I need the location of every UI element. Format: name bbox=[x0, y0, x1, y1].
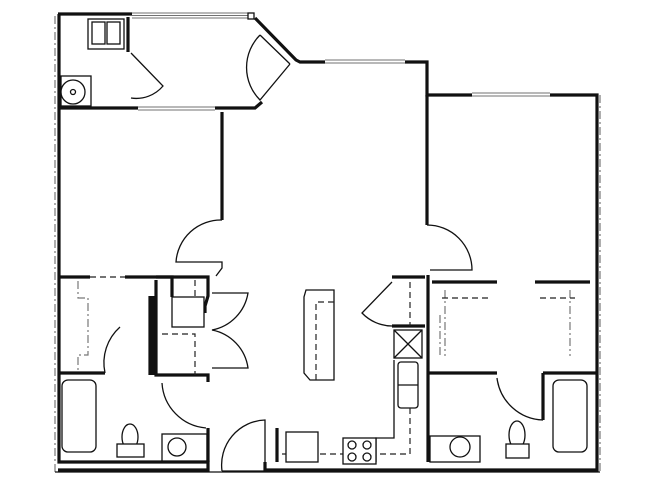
dishwasher bbox=[285, 431, 319, 463]
bath-door-left bbox=[103, 326, 121, 374]
burner bbox=[362, 440, 372, 450]
island-overhang bbox=[315, 301, 334, 380]
bathtub-left bbox=[61, 379, 97, 453]
bedroom-door-left bbox=[175, 219, 223, 277]
exterior-wall-right bbox=[263, 60, 599, 472]
window-left-bedroom bbox=[138, 106, 215, 111]
sink-left bbox=[167, 437, 187, 457]
laundry-door bbox=[130, 52, 164, 100]
left-bath-wall bbox=[59, 296, 155, 375]
kitchen-counter bbox=[375, 360, 395, 462]
window-top-left bbox=[132, 12, 248, 19]
kitchen-island bbox=[303, 289, 335, 381]
bath-door-right bbox=[496, 377, 544, 421]
sink-right bbox=[449, 436, 471, 458]
column bbox=[247, 12, 255, 20]
entry-door bbox=[220, 419, 266, 472]
toilet-tank-left bbox=[116, 443, 145, 458]
bathtub-right bbox=[552, 379, 588, 453]
laundry-wall bbox=[59, 17, 138, 110]
dryer bbox=[106, 21, 121, 45]
exterior-wall-angled bbox=[253, 16, 325, 64]
toilet-tank-right bbox=[505, 443, 530, 459]
pantry-wall bbox=[392, 275, 425, 328]
bath-door-hall bbox=[161, 382, 207, 429]
closet-shelf-left bbox=[77, 281, 89, 370]
window-right-bedroom bbox=[472, 92, 550, 97]
closet-shelf-hall bbox=[162, 280, 196, 375]
closet-shelf-right bbox=[439, 290, 571, 356]
burner bbox=[347, 452, 357, 462]
water-heater-valve bbox=[69, 88, 77, 96]
window-top-center bbox=[325, 59, 405, 64]
right-closet-wall bbox=[426, 275, 590, 462]
furnace bbox=[171, 296, 205, 328]
bedroom-door-right bbox=[426, 224, 473, 271]
hall-closet-wall bbox=[154, 275, 210, 382]
entry-closet-door bbox=[245, 34, 291, 101]
pantry-door bbox=[361, 281, 393, 327]
hall-closet-doors bbox=[211, 292, 249, 369]
burner bbox=[362, 452, 372, 462]
upper-cabinets bbox=[282, 408, 411, 455]
washer bbox=[91, 21, 106, 45]
right-bath-wall bbox=[428, 371, 597, 420]
interior-wall-foyer bbox=[215, 100, 264, 110]
range bbox=[342, 437, 377, 465]
burner bbox=[347, 440, 357, 450]
refrigerator-mark bbox=[393, 329, 423, 359]
